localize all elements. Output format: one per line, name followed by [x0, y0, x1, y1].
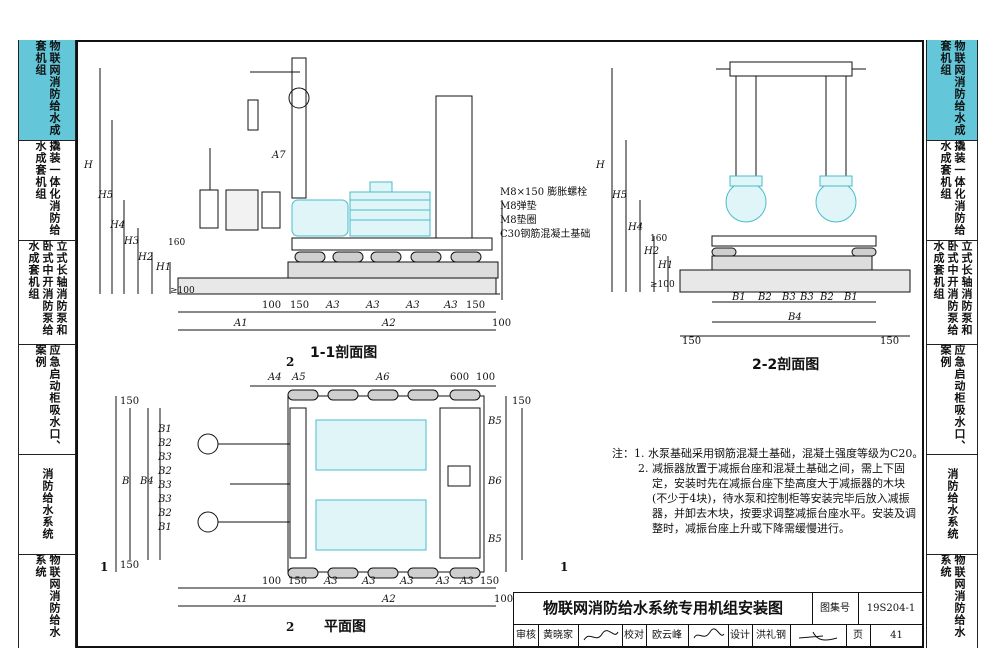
dim22-ge100: ≥100 — [650, 280, 675, 290]
dim-H4: H4 — [110, 220, 126, 231]
dim22-B4: B4 — [788, 312, 802, 323]
plan-valves — [197, 433, 290, 533]
ground-slab — [177, 277, 497, 295]
tab-vertical-pump-unit-right[interactable]: 立式长轴消防泵和卧式中开消防泵给水成套机组 — [927, 240, 977, 345]
isolators — [294, 251, 482, 263]
callout-spring-washer: M8弹垫 — [500, 201, 537, 212]
atlas-label: 图集号 — [812, 593, 859, 624]
section11-bottom-dims-row2: A1 A2 100 — [234, 318, 512, 329]
cut-mark-2-bottom: 2 — [286, 620, 295, 634]
dim-160: 160 — [168, 238, 186, 248]
callout-concrete-base: C30钢筋混凝土基础 — [500, 229, 591, 240]
designer-signature — [790, 624, 847, 648]
check-label: 校对 — [622, 624, 647, 648]
tab-vertical-pump-unit[interactable]: 立式长轴消防泵和卧式中开消防泵给水成套机组 — [19, 240, 75, 345]
dim22-H1: H1 — [658, 260, 674, 271]
dim22-160: 160 — [650, 234, 668, 244]
dim22-150-right: 150 — [880, 336, 900, 347]
title-block: 物联网消防给水系统专用机组安装图 图集号 19S204-1 审核 黄晓家 校对 … — [513, 592, 924, 648]
dim22-H: H — [596, 160, 605, 171]
atlas-number: 19S204-1 — [866, 603, 916, 614]
plan-top-dims: A4 A5 A6 600 100 — [268, 372, 496, 383]
cut-mark-2-top: 2 — [286, 355, 295, 369]
dim22-H4: H4 — [628, 222, 644, 233]
control-cabinet — [435, 95, 473, 239]
callout-list: M8×150 膨胀螺栓 M8弹垫 M8垫圈 C30钢筋混凝土基础 — [500, 186, 590, 242]
tab-skid-unit[interactable]: 撬装一体化消防给水成套机组 — [19, 140, 75, 241]
cut-mark-1-right: 1 — [560, 560, 569, 574]
dim-H5: H5 — [98, 190, 114, 201]
tab-emergency-cabinet[interactable]: 应急启动柜吸水口、案例 — [19, 344, 75, 455]
dim-H1: H1 — [156, 262, 172, 273]
drawing-frame — [76, 40, 924, 648]
tab-iot-fire-system-right[interactable]: 物联网消防给水系统 — [939, 554, 966, 638]
tab-emergency-cabinet-right[interactable]: 应急启动柜吸水口、案例 — [927, 344, 977, 455]
dim22-150-left: 150 — [682, 336, 702, 347]
plan-left-dims: 150 B1 B2 B3 B2 B3 B3 B2 B1 B B4 150 — [120, 396, 172, 571]
suction-valves — [199, 148, 281, 231]
dim-H3: H3 — [124, 236, 140, 247]
note-2-line-5: 整时，减振台座上升或下降需缓慢进行。 — [638, 522, 850, 535]
note-2-line-4: 器，并卸去木块，按要求调整减振台座水平。安装及调 — [638, 507, 916, 520]
right-tab-bar: 物联网消防给水成套机组 撬装一体化消防给水成套机组 立式长轴消防泵和卧式中开消防… — [926, 40, 978, 648]
tab-iot-unit-right[interactable]: 物联网消防给水成套机组 — [927, 40, 977, 141]
plan-bottom-dims-row1: 100 150 A3 A3 A3 A3 A3 150 — [262, 576, 500, 587]
pump-motor — [291, 181, 431, 237]
cut-mark-1-left: 1 — [100, 560, 109, 574]
designer-name: 洪礼钢 — [752, 624, 791, 648]
tab-iot-unit[interactable]: 物联网消防给水成套机组 — [19, 40, 75, 141]
plan-right-dims: 150 B5 B6 B5 — [488, 396, 532, 545]
note-2-line-3: (不少于4块)，待水泵和控制柜等安装完毕后放入减振 — [638, 492, 910, 505]
page-label: 页 — [846, 624, 871, 648]
section-2-2-title: 2-2剖面图 — [752, 357, 820, 373]
section22-bottom-dims: B1 B2 B3 B3 B2 B1 — [732, 292, 858, 303]
tab-iot-fire-system[interactable]: 物联网消防给水系统 — [34, 554, 61, 638]
dim22-H2: H2 — [644, 246, 660, 257]
isolators-22 — [711, 247, 877, 257]
left-tab-bar: 物联网消防给水成套机组 撬装一体化消防给水成套机组 立式长轴消防泵和卧式中开消防… — [18, 40, 76, 648]
callout-expansion-bolt: M8×150 膨胀螺栓 — [500, 187, 588, 198]
design-label: 设计 — [728, 624, 753, 648]
dim-H: H — [84, 160, 93, 171]
tab-skid-unit-right[interactable]: 撬装一体化消防给水成套机组 — [927, 140, 977, 241]
pumps-22 — [725, 175, 857, 223]
dim22-H5: H5 — [612, 190, 628, 201]
page-number: 41 — [890, 630, 903, 641]
plan-isolators — [287, 389, 481, 579]
review-label: 审核 — [514, 624, 539, 648]
note-2-line-2: 定，安装时先在减振台座下垫高度大于减振器的木块 — [638, 477, 905, 490]
dim-ge100: ≥100 — [170, 286, 195, 296]
notes-label: 注： — [612, 447, 634, 460]
dim-H2: H2 — [138, 252, 154, 263]
plan-cabinet — [439, 407, 481, 559]
tab-fire-water-system[interactable]: 消防给水系统 — [19, 454, 75, 555]
note-1: 1. 水泵基础采用钢筋混凝土基础，混凝土强度等级为C20。 — [634, 447, 924, 460]
plan-header — [289, 407, 307, 559]
plan-title: 平面图 — [324, 619, 366, 635]
section-1-1 — [99, 57, 503, 331]
reviewer-name: 黄晓家 — [538, 624, 579, 648]
plan-view — [115, 385, 523, 607]
base-frame — [291, 237, 493, 251]
section11-bottom-dims-row1: 100 150 A3 A3 A3 A3 150 — [262, 300, 486, 311]
plan-bottom-dims-row2: A1 A2 100 — [234, 594, 514, 605]
drawing-title: 物联网消防给水系统专用机组安装图 — [514, 593, 813, 624]
notes-block: 注：1. 水泵基础采用钢筋混凝土基础，混凝土强度等级为C20。 2. 减振器放置… — [612, 446, 924, 536]
callout-washer: M8垫圈 — [500, 215, 537, 226]
concrete-base — [287, 261, 499, 279]
checker-name: 欧云峰 — [646, 624, 689, 648]
checker-signature — [688, 624, 729, 648]
dim-A7: A7 — [272, 150, 286, 161]
tab-fire-water-system-right[interactable]: 消防给水系统 — [927, 454, 977, 555]
plan-pumps — [315, 419, 427, 551]
riser-pipe — [247, 57, 310, 199]
section-1-1-title: 1-1剖面图 — [310, 345, 378, 361]
reviewer-signature — [578, 624, 623, 648]
note-2-line-1: 2. 减振器放置于减振台座和混凝土基础之间，需上下固 — [638, 462, 905, 475]
section-2-2 — [611, 61, 911, 337]
